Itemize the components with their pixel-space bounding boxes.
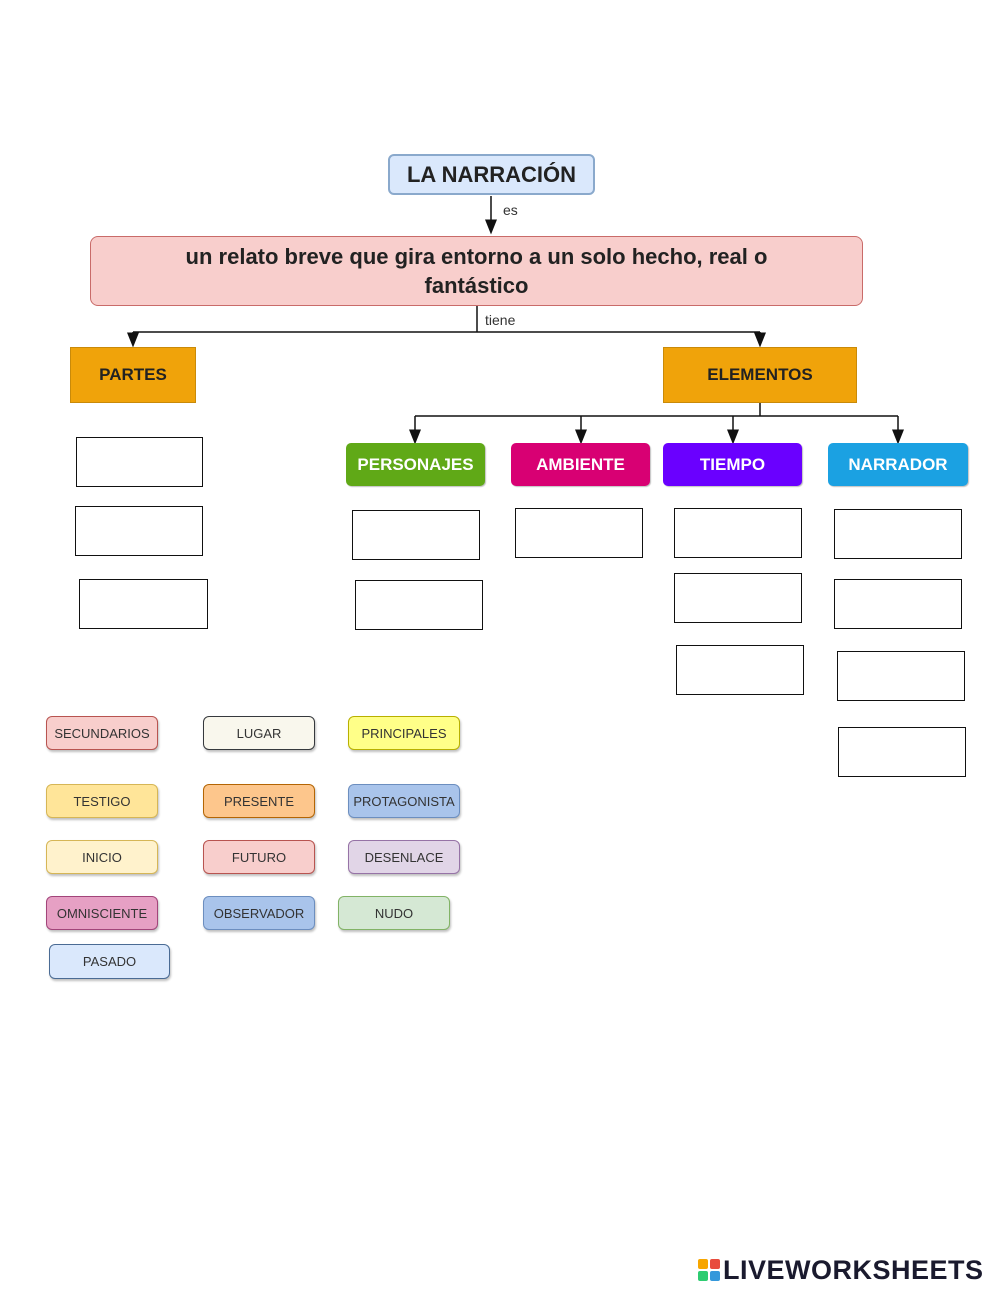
ambiente-drop-box-1[interactable] (515, 508, 643, 558)
option-chip[interactable]: DESENLACE (348, 840, 460, 874)
option-chip[interactable]: PRINCIPALES (348, 716, 460, 750)
personajes-drop-box-2[interactable] (355, 580, 483, 630)
personajes-node: PERSONAJES (346, 443, 485, 486)
partes-node: PARTES (70, 347, 196, 403)
option-chip[interactable]: TESTIGO (46, 784, 158, 818)
option-chip[interactable]: OBSERVADOR (203, 896, 315, 930)
tiempo-node: TIEMPO (663, 443, 802, 486)
logo-text: LIVEWORKSHEETS (723, 1254, 984, 1285)
liveworksheets-logo-icon (698, 1259, 720, 1281)
link-label-es: es (503, 202, 518, 218)
narrador-drop-box-2[interactable] (834, 579, 962, 629)
narrador-drop-box-4[interactable] (838, 727, 966, 777)
elementos-node: ELEMENTOS (663, 347, 857, 403)
ambiente-node: AMBIENTE (511, 443, 650, 486)
link-label-tiene: tiene (485, 312, 516, 328)
option-chip[interactable]: FUTURO (203, 840, 315, 874)
option-chip[interactable]: NUDO (338, 896, 450, 930)
definition-node: un relato breve que gira entorno a un so… (90, 236, 863, 306)
title-node: LA NARRACIÓN (388, 154, 595, 195)
partes-drop-box-2[interactable] (75, 506, 203, 556)
option-chip[interactable]: PASADO (49, 944, 170, 979)
narrador-drop-box-3[interactable] (837, 651, 965, 701)
partes-drop-box-1[interactable] (76, 437, 203, 487)
tiempo-drop-box-2[interactable] (674, 573, 802, 623)
option-chip[interactable]: INICIO (46, 840, 158, 874)
option-chip[interactable]: PRESENTE (203, 784, 315, 818)
tiempo-drop-box-3[interactable] (676, 645, 804, 695)
liveworksheets-logo: LIVEWORKSHEETS (698, 1254, 984, 1286)
option-chip[interactable]: SECUNDARIOS (46, 716, 158, 750)
personajes-drop-box-1[interactable] (352, 510, 480, 560)
option-chip[interactable]: LUGAR (203, 716, 315, 750)
narrador-node: NARRADOR (828, 443, 968, 486)
partes-drop-box-3[interactable] (79, 579, 208, 629)
option-chip[interactable]: PROTAGONISTA (348, 784, 460, 818)
option-chip[interactable]: OMNISCIENTE (46, 896, 158, 930)
tiempo-drop-box-1[interactable] (674, 508, 802, 558)
narrador-drop-box-1[interactable] (834, 509, 962, 559)
